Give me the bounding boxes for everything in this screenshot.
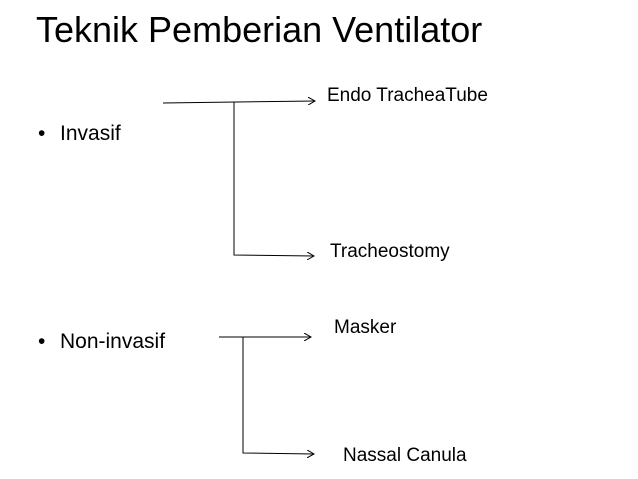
bullet-item-invasif: • Invasif: [38, 121, 121, 147]
connector-arrow-nassal-canula: [242, 337, 314, 454]
connector-arrow-endo: [162, 101, 315, 103]
bullet-icon: •: [38, 122, 46, 145]
target-nassal-canula: Nassal Canula: [343, 445, 467, 466]
target-tracheostomy: Tracheostomy: [330, 241, 450, 262]
bullet-icon: •: [38, 330, 46, 353]
bullet-label-invasif: Invasif: [60, 122, 121, 145]
bullet-label-non-invasif: Non-invasif: [60, 330, 166, 353]
bullet-item-non-invasif: • Non-invasif: [38, 329, 165, 355]
target-masker: Masker: [334, 317, 397, 338]
slide-title: Teknik Pemberian Ventilator: [36, 9, 483, 50]
target-endo-tracheatube: Endo TracheaTube: [327, 85, 488, 106]
connector-arrow-tracheostomy: [233, 102, 314, 256]
